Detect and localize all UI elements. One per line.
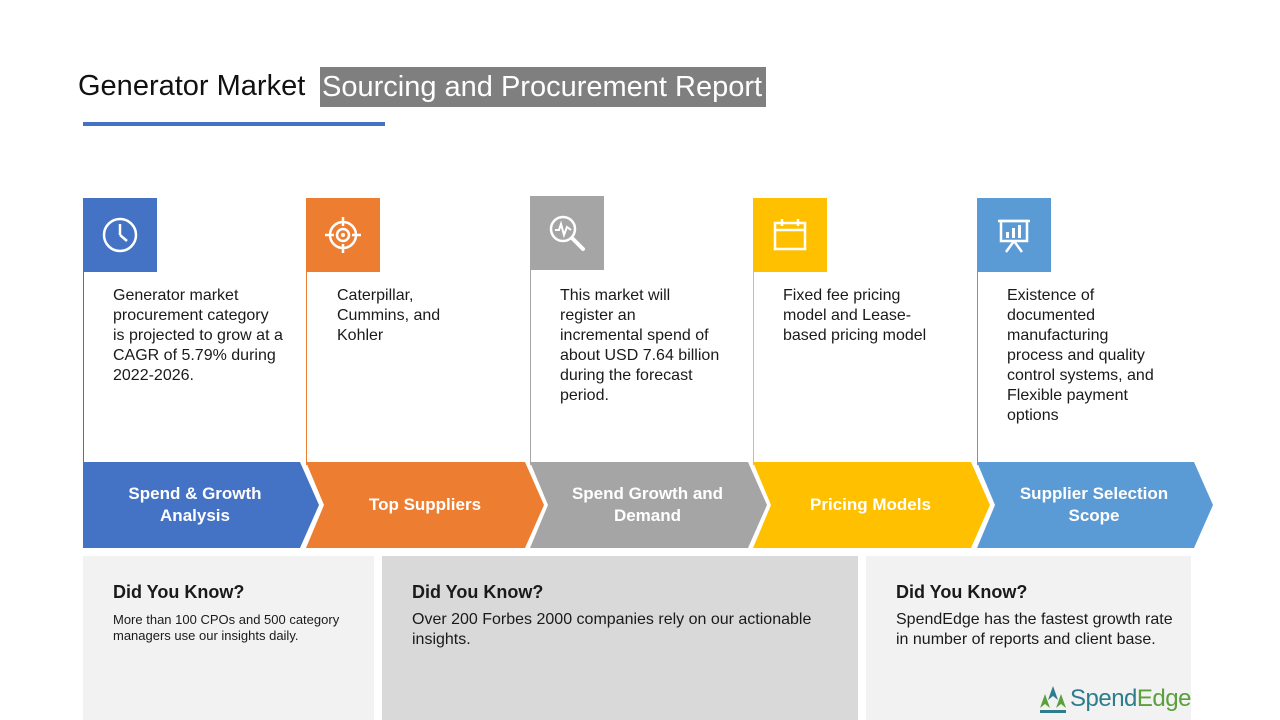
card-icon-box-selection [977, 198, 1051, 272]
logo-text-edge: Edge [1136, 685, 1192, 712]
card-divider-line [306, 200, 307, 465]
arrow-selection [977, 462, 1213, 548]
card-icon-box-demand [530, 196, 604, 270]
card-divider-line [977, 200, 978, 465]
page-subtitle: Sourcing and Procurement Report [320, 67, 767, 107]
did-you-know-panel: Did You Know? More than 100 CPOs and 500… [83, 556, 374, 720]
arrow-pricing [753, 462, 990, 548]
arrow-suppliers [306, 462, 544, 548]
arrow-label-selection: Supplier Selection Scope [1019, 484, 1169, 525]
arrow-demand [530, 462, 767, 548]
card-icon-box-spend [83, 198, 157, 272]
arrow-label-pricing: Pricing Models [810, 495, 931, 514]
presentation-chart-icon [998, 219, 1030, 253]
card-icon-box-suppliers [306, 198, 380, 272]
card-divider-line [753, 200, 754, 465]
card-icon-box-pricing [753, 198, 827, 272]
target-icon [325, 217, 361, 253]
did-you-know-panel: Did You Know? Over 200 Forbes 2000 compa… [382, 556, 858, 720]
did-you-know-title: Did You Know? [113, 582, 245, 602]
card-text-suppliers: Caterpillar, Cummins, and Kohler [337, 287, 441, 344]
arrow-spend [83, 462, 319, 548]
clock-icon [102, 217, 138, 253]
magnifier-chart-icon [549, 215, 585, 251]
did-you-know-title: Did You Know? [412, 582, 544, 602]
card-text-spend: Generator market procurement category is… [113, 287, 283, 384]
calendar-icon [773, 219, 807, 251]
did-you-know-text: SpendEdge has the fastest growth rate in… [896, 611, 1173, 648]
card-divider-line [83, 200, 84, 465]
did-you-know-panel: Did You Know? SpendEdge has the fastest … [866, 556, 1191, 720]
logo-text-spend: Spend [1070, 685, 1137, 712]
did-you-know-text: Over 200 Forbes 2000 companies rely on o… [412, 611, 812, 648]
arrow-label-demand: Spend Growth and Demand [571, 484, 724, 525]
card-text-demand: This market will register an incremental… [560, 287, 720, 404]
arrow-label-suppliers: Top Suppliers [368, 495, 482, 514]
did-you-know-title: Did You Know? [896, 582, 1028, 602]
logo-mark-icon [1040, 686, 1066, 713]
process-arrows [83, 462, 1213, 548]
did-you-know-text: More than 100 CPOs and 500 category mana… [113, 612, 340, 643]
page-title: Generator Market [78, 70, 306, 102]
arrow-label-spend: Spend & Growth Analysis [128, 484, 262, 525]
title-underline [83, 122, 385, 126]
card-text-pricing: Fixed fee pricing model and Lease-based … [783, 287, 927, 344]
card-text-selection: Existence of documented manufacturing pr… [1007, 287, 1154, 424]
card-divider-line [530, 200, 531, 465]
